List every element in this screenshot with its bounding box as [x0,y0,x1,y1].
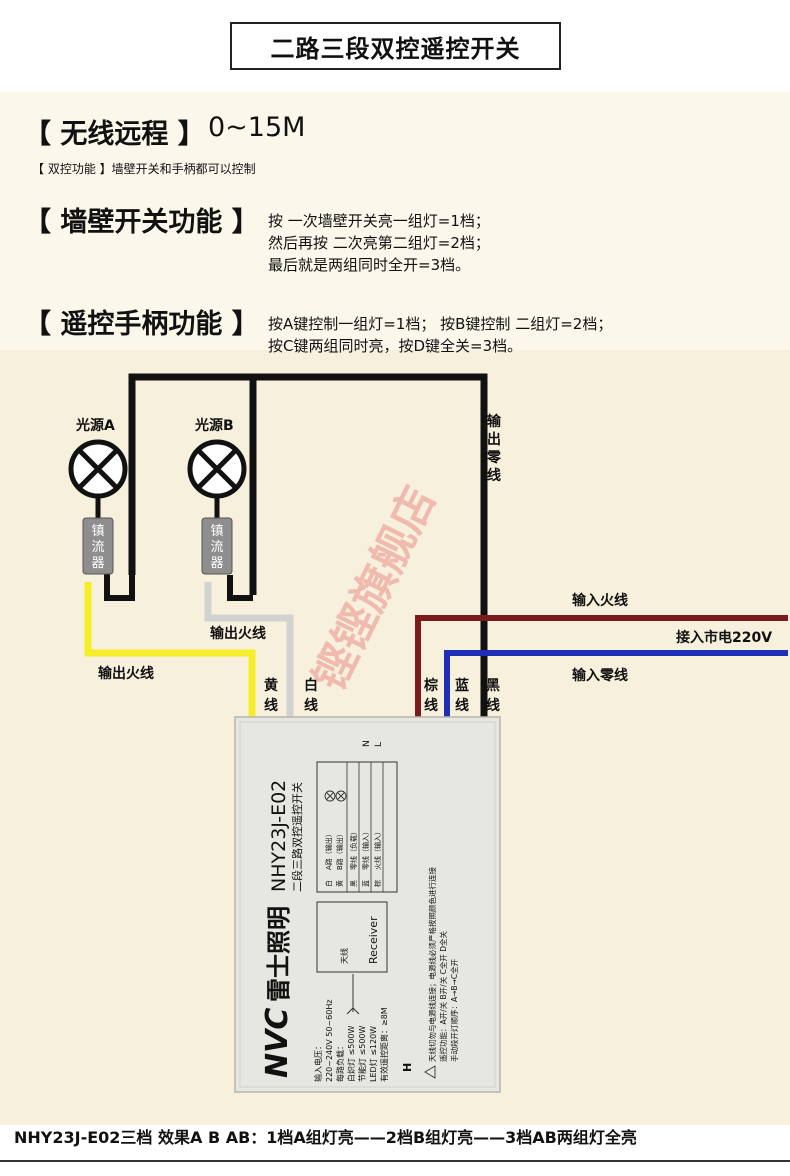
ballast-a: 镇 流 器 [82,517,114,575]
remote-label: 【 遥控手柄功能 】 [24,309,259,340]
receiver-block [316,901,388,973]
remote-line-1: 按A键控制一组灯=1档； 按B键控制 二组灯=2档； [268,315,613,333]
wire-color-3: 黑 [350,880,358,887]
brown-wire [415,615,788,720]
ballast-a-char-1: 镇 [91,524,104,539]
nvc-logo: NVC [260,1008,295,1078]
brown-wire-label-1: 棕 [423,677,438,694]
brand-name: 雷士照明 [265,906,293,1002]
wiring-row-1: A路（输出） [324,830,333,870]
page-title: 二路三段双控遥控开关 [230,22,561,70]
input-live-label: 输入火线 [572,592,628,609]
ballast-a-char-2: 流 [91,540,104,555]
antenna-icon [346,974,360,1015]
warning-icon [424,1065,436,1079]
spec-line-4: 白炽灯 ≤500W [346,1025,356,1082]
shop-watermark: 铿铿旗舰店 [304,479,446,699]
model-number: NHY23J-E02 [268,780,290,892]
antenna-label: 天线 [339,948,349,964]
dual-control-note: 【 双控功能 】墙壁开关和手柄都可以控制 [32,162,256,176]
yellow-wire-label-2: 线 [264,697,278,714]
warning-line-2: 遥控功能：A开/关 B开/关 C全开 D全关 [438,931,448,1062]
effect-caption: NHY23J-E02三档 效果A B AB：1档A组灯亮——2档B组灯亮——3档… [14,1128,637,1147]
spec-line-1: 输入电压： [313,1042,323,1082]
output-neutral-char-3: 零 [486,449,502,466]
wiring-table [316,761,398,893]
light-icon-b [187,439,247,520]
blue-wire [444,650,788,720]
terminal-n: N [362,740,372,747]
mains-label: 接入市电220V [676,629,772,646]
black-wire-label-2: 线 [486,697,500,714]
wiring-row-5: 火线（输入） [373,828,382,870]
spec-line-2: 220~240V 50~60Hz [325,999,334,1082]
upper-background [0,92,790,350]
light-b-label: 光源B [194,417,234,434]
black-wire-ballast-b [227,575,253,601]
device-subtitle: 二段三路双控遥控开关 [290,782,304,892]
ballast-a-char-3: 器 [91,556,104,571]
wiring-diagram: 镇 流 器 镇 流 器 光源A 光源B 输 出 零 线 输入火线 接入市电220… [68,373,788,1093]
ballast-b: 镇 流 器 [201,517,233,575]
warning-line-3: 手动段开灯顺序：A→B→C全开 [449,958,459,1062]
output-live-label-b: 输出火线 [210,625,266,642]
device-box [234,716,501,1093]
wire-color-2: 黄 [335,880,344,887]
wall-switch-label: 【 墙壁开关功能 】 [24,207,259,238]
spec-line-5: 节能灯 ≤500W [357,1025,367,1082]
white-wire-label-2: 线 [304,697,318,714]
ballast-b-char-2: 流 [210,540,223,555]
output-neutral-char-4: 线 [487,467,501,484]
blue-wire-label-1: 蓝 [455,677,469,694]
terminal-l: L [374,742,384,747]
wire-color-4: 蓝 [361,880,370,887]
receiver-label: Receiver [367,916,380,964]
ballast-b-char-1: 镇 [210,524,223,539]
white-wire-label-1: 白 [304,677,318,694]
wall-switch-line-1: 按 一次墙壁开关亮一组灯=1档； [268,212,490,230]
spec-line-3: 每路负载： [335,1042,345,1082]
black-wire-frame [128,373,488,720]
yellow-wire-label-1: 黄 [264,677,278,694]
light-icon-a [68,439,128,520]
warning-line-1: 天线切勿与电源线连接；电源线必须严格按照颜色进行连接 [427,867,437,1062]
brown-wire-label-2: 线 [424,697,438,714]
remote-line-2: 按C键两组同时亮，按D键全关=3档。 [268,337,523,355]
wire-color-5: 棕 [373,880,382,887]
output-neutral-char-2: 出 [487,431,501,448]
range-label: 【 无线远程 】 [24,119,205,150]
input-neutral-label: 输入零线 [572,667,628,684]
wall-switch-line-2: 然后再按 二次亮第二组灯=2档； [268,234,490,252]
white-wire [204,582,294,720]
black-wire-label-1: 黑 [486,678,500,694]
blue-wire-label-2: 线 [455,697,469,714]
yellow-wire [84,582,256,720]
wiring-row-4: 零线（输入） [361,828,370,870]
black-wire-ballast-a [104,570,135,601]
output-live-label-a: 输出火线 [98,665,154,682]
wall-switch-line-3: 最后就是两组同时全开=3档。 [268,256,471,274]
mini-lamp-icon-b [335,790,347,802]
range-value: 0~15M [208,112,306,143]
mini-lamp-icon-a [324,790,336,802]
ballast-b-char-3: 器 [210,556,223,571]
wire-color-1: 白 [324,880,333,887]
wiring-row-3: 零线（负载） [349,828,358,870]
terminal-h: H [401,1063,414,1072]
wiring-row-2: B路（输出） [335,830,344,870]
output-neutral-char-1: 输 [487,413,502,430]
spec-line-6: LED灯 ≤120W [368,1026,378,1082]
light-a-label: 光源A [75,417,115,434]
spec-line-7: 有效遥控距离：≥8M [379,1007,389,1082]
bottom-divider [0,1160,790,1162]
